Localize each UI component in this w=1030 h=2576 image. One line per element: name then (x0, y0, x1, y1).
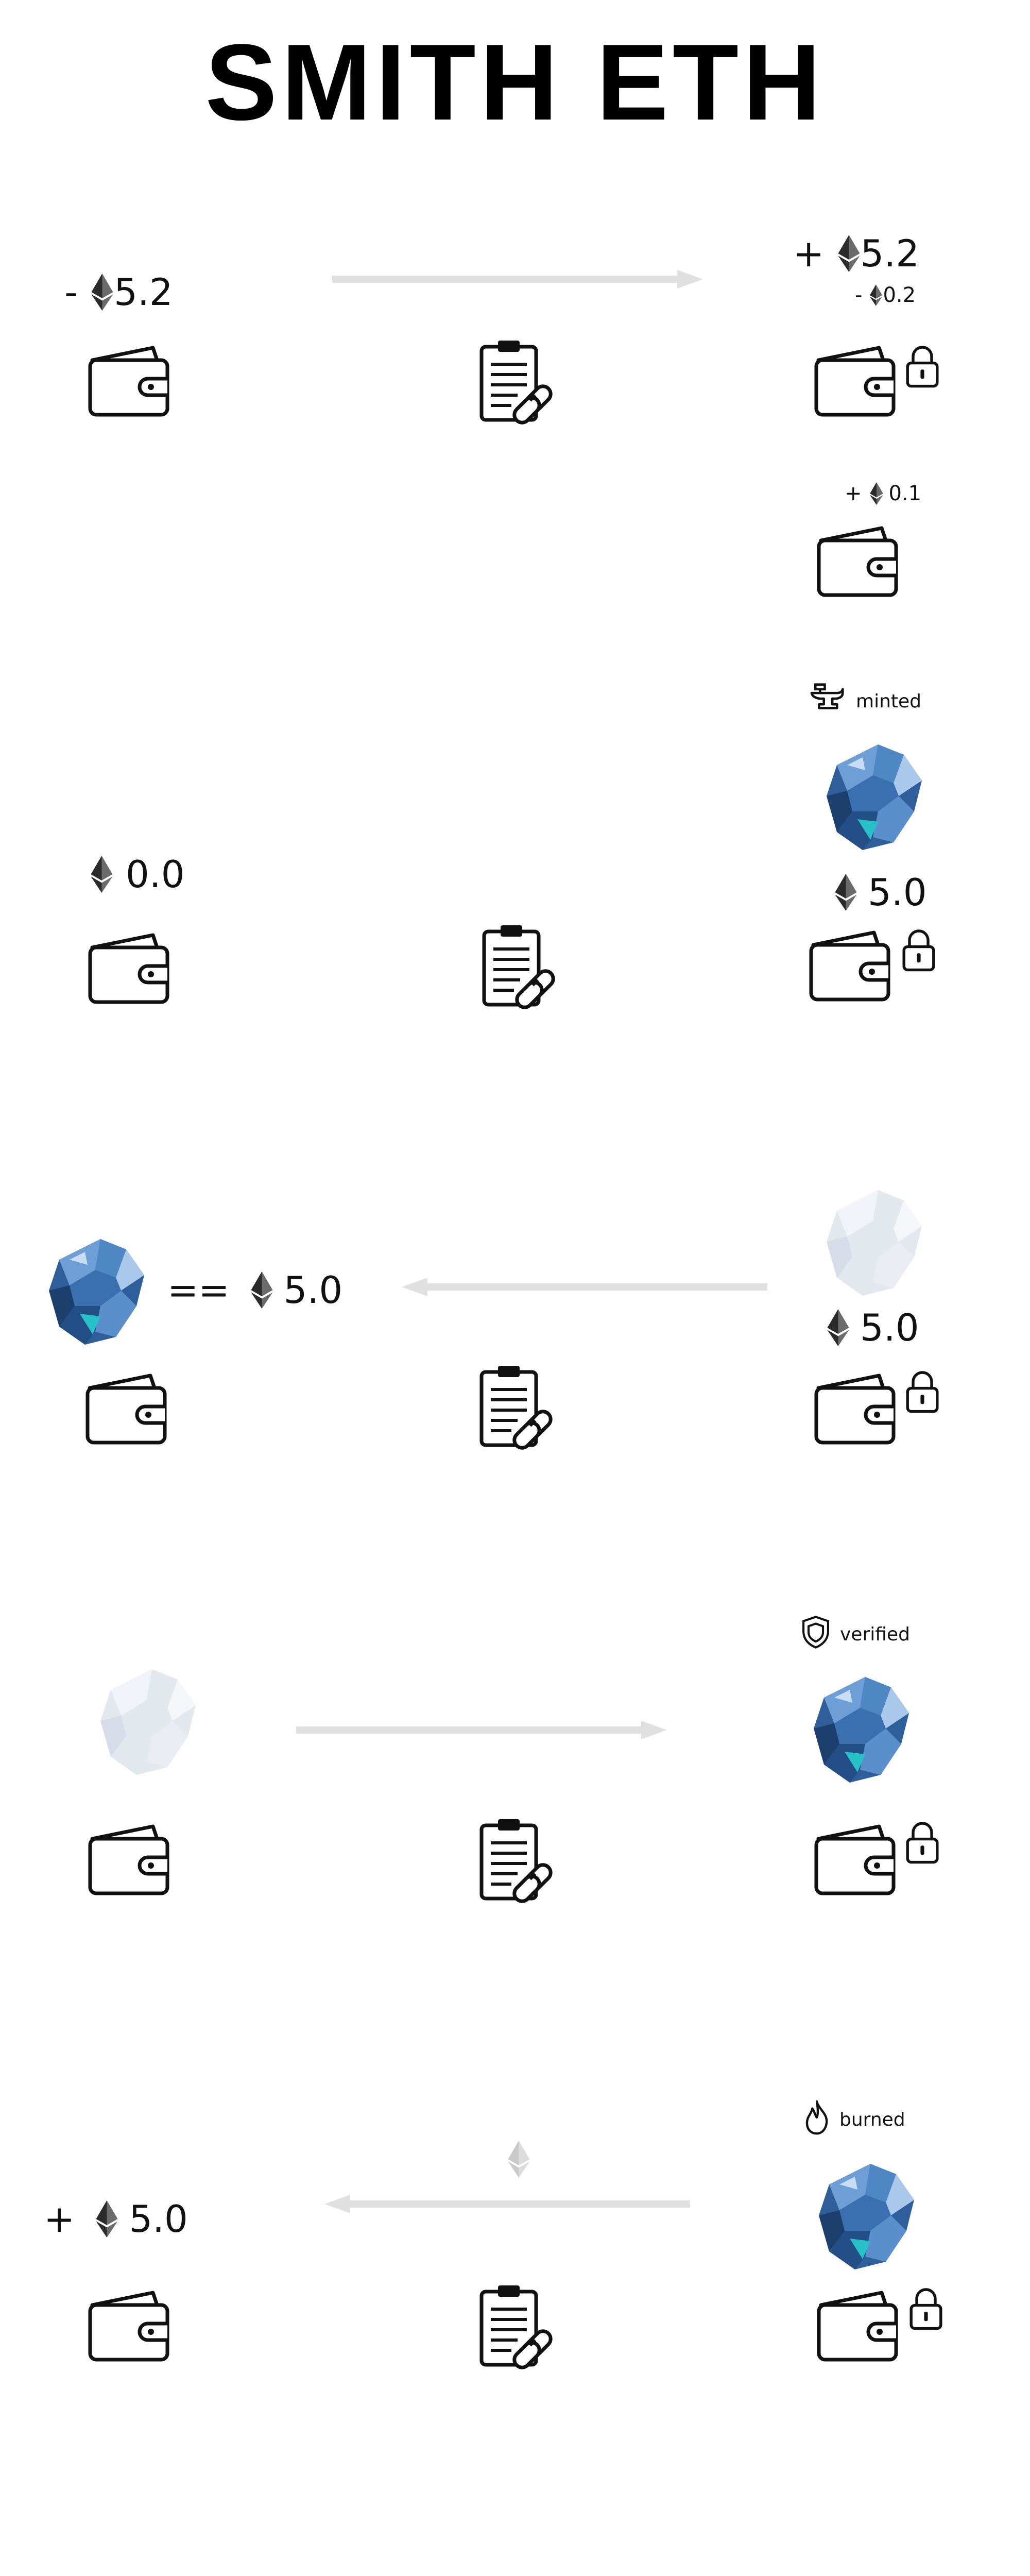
contract-icon (476, 337, 559, 430)
fee-wallet-amount: + 0.1 (845, 482, 921, 505)
ethereum-icon (95, 2200, 118, 2238)
user-wallet-icon (85, 930, 173, 1007)
gem-token-faded-icon (90, 1659, 203, 1777)
vault-wallet-icon (811, 1821, 899, 1899)
user-wallet-icon (85, 2287, 173, 2365)
balance-value: 0.0 (126, 853, 185, 896)
equals-sign: == (167, 1268, 230, 1312)
lock-icon (907, 2285, 945, 2331)
ethereum-icon (90, 856, 113, 893)
ethereum-icon (91, 274, 114, 311)
minted-tag: minted (809, 683, 921, 720)
lock-icon (904, 1368, 941, 1414)
amount-value: 5.2 (114, 270, 173, 314)
arrow-left (324, 2194, 695, 2214)
ethereum-icon (827, 1309, 850, 1346)
fee-wallet-icon (814, 523, 901, 600)
step3-user-value: == 5.0 (167, 1268, 342, 1312)
flame-icon (803, 2099, 830, 2140)
vault-wallet-icon (806, 927, 894, 1005)
plus-sign: + (44, 2197, 75, 2241)
anvil-icon (809, 683, 847, 720)
page-title: SMITH ETH (205, 22, 825, 143)
step1-vault-fee: - 0.2 (855, 283, 916, 307)
lock-icon (904, 1819, 941, 1865)
plus-sign: + (845, 482, 862, 505)
gem-token-icon (803, 1667, 917, 1785)
ethereum-icon (869, 482, 884, 505)
step2-user-balance: 0.0 (90, 853, 185, 896)
amount-value: 5.2 (860, 232, 920, 275)
minus-sign: - (64, 270, 78, 314)
shield-icon (801, 1615, 831, 1654)
step5-user-amount: + 5.0 (44, 2197, 188, 2241)
burned-label: burned (839, 2109, 905, 2130)
step2-vault-balance: 5.0 (834, 871, 927, 914)
plus-sign: + (793, 232, 825, 275)
fee-value: 0.2 (883, 283, 916, 307)
contract-icon (476, 1816, 559, 1909)
burned-tag: burned (803, 2099, 905, 2140)
ethereum-faded-icon (507, 2141, 530, 2178)
step1-user-amount: - 5.2 (64, 270, 173, 314)
verified-label: verified (840, 1624, 910, 1645)
arrow-left (402, 1277, 772, 1297)
gem-token-faded-icon (816, 1180, 930, 1298)
user-wallet-icon (85, 343, 173, 420)
verified-tag: verified (801, 1615, 910, 1654)
amount-value: 5.0 (129, 2197, 188, 2241)
contract-icon (476, 1363, 559, 1455)
balance-value: 5.0 (860, 1306, 919, 1349)
arrow-right (296, 1720, 667, 1740)
contract-icon (476, 2282, 559, 2375)
value-amount: 5.0 (283, 1268, 343, 1312)
gem-token-icon (39, 1229, 152, 1347)
lock-icon (904, 343, 941, 389)
lock-icon (900, 926, 937, 973)
ethereum-icon (834, 874, 857, 911)
gem-token-icon (816, 734, 930, 853)
amount-value: 0.1 (888, 482, 922, 505)
balance-value: 5.0 (868, 871, 927, 914)
contract-icon (479, 922, 561, 1015)
user-wallet-icon (82, 1370, 170, 1448)
minus-sign: - (855, 283, 863, 307)
ethereum-icon (837, 235, 861, 272)
ethereum-icon (250, 1272, 273, 1309)
vault-wallet-icon (811, 1370, 899, 1448)
gem-token-icon (809, 2154, 922, 2272)
vault-wallet-icon (814, 2287, 901, 2365)
user-wallet-icon (85, 1821, 173, 1899)
vault-wallet-icon (811, 343, 899, 420)
arrow-right (332, 269, 703, 290)
step3-vault-balance: 5.0 (827, 1306, 919, 1349)
minted-label: minted (856, 691, 922, 712)
ethereum-icon (869, 284, 883, 306)
step1-vault-amount: + 5.2 (793, 232, 919, 275)
